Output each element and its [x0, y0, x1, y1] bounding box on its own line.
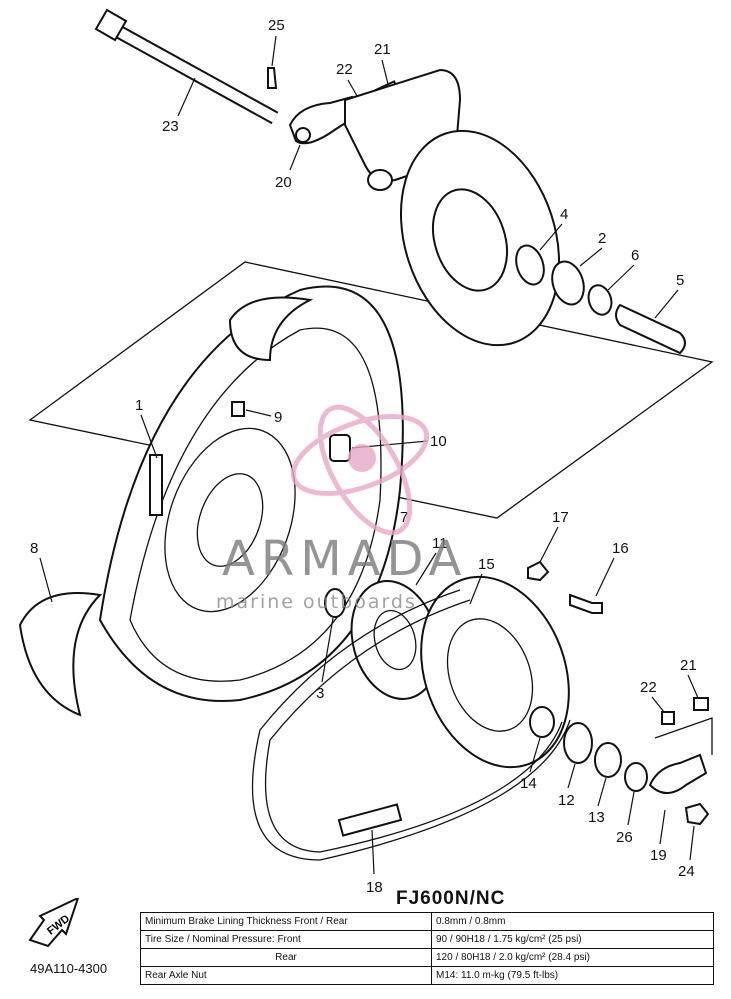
callout-21: 21 [374, 41, 391, 58]
callout-25: 25 [268, 17, 285, 34]
callout-22: 22 [336, 61, 353, 78]
callout-5: 5 [676, 272, 684, 289]
callout-21b: 21 [680, 657, 697, 674]
adjuster-nut-lower [661, 711, 675, 725]
callout-19: 19 [650, 847, 667, 864]
spec-value: 0.8mm / 0.8mm [431, 912, 714, 931]
callout-16: 16 [612, 540, 629, 557]
spec-value: 120 / 80H18 / 2.0 kg/cm² (28.4 psi) [431, 948, 714, 967]
callout-12: 12 [558, 792, 575, 809]
rim-band [228, 296, 314, 362]
spec-label: Minimum Brake Lining Thickness Front / R… [140, 912, 432, 931]
spec-row: Rear 120 / 80H18 / 2.0 kg/cm² (28.4 psi) [140, 948, 714, 967]
spec-value: 90 / 90H18 / 1.75 kg/cm² (25 psi) [431, 930, 714, 949]
callout-22b: 22 [640, 679, 657, 696]
bearing-2 [551, 260, 585, 306]
spec-label: Rear [140, 948, 432, 967]
callout-10: 10 [430, 433, 447, 450]
collar-14 [529, 706, 555, 738]
callout-15: 15 [478, 556, 495, 573]
sprocket-bolt [569, 593, 603, 614]
callout-18: 18 [366, 879, 383, 896]
drive-chain [251, 589, 571, 861]
bearing-3 [324, 588, 346, 618]
spec-row: Rear Axle Nut M14: 11.0 m-kg (79.5 ft-lb… [140, 966, 714, 985]
spec-value: M14: 11.0 m-kg (79.5 ft-lbs) [431, 966, 714, 985]
callout-4: 4 [560, 206, 568, 223]
watermark-sub: marine outboards [216, 591, 417, 613]
callout-13: 13 [588, 809, 605, 826]
spec-table: Minimum Brake Lining Thickness Front / R… [140, 912, 714, 985]
stud-1 [149, 454, 163, 516]
callout-14: 14 [520, 775, 537, 792]
rear-axle [94, 8, 279, 125]
collar-6 [587, 284, 613, 316]
sprocket-nut [527, 560, 550, 582]
chain-puller-lower [648, 753, 708, 794]
adjuster-bolt-lower [693, 697, 709, 711]
spacer-5 [615, 303, 686, 355]
axle-nut [684, 802, 710, 826]
collar-26 [624, 762, 648, 792]
callouts: 25 21 22 23 20 4 2 6 5 1 9 10 8 11 15 17… [30, 17, 699, 896]
spec-row: Minimum Brake Lining Thickness Front / R… [140, 912, 714, 931]
callout-24: 24 [678, 863, 695, 880]
spec-label: Rear Axle Nut [140, 966, 432, 985]
watermark-brand: ARMADA [222, 531, 467, 587]
callout-1: 1 [135, 397, 143, 414]
bearing-12 [563, 722, 593, 764]
part-number: 49A110-4300 [30, 961, 108, 976]
callout-23: 23 [162, 118, 179, 135]
lower-bracket-frame [654, 717, 713, 755]
callout-17: 17 [552, 509, 569, 526]
inner-tube-8 [18, 592, 103, 717]
callout-9: 9 [274, 409, 282, 426]
sprocket [420, 575, 570, 769]
cotter-pin [267, 67, 278, 89]
bearing-4 [515, 244, 545, 286]
watermark: ARMADA marine outboards [216, 404, 467, 613]
fwd-arrow-icon: FWD [28, 898, 80, 948]
valve-9 [231, 401, 245, 417]
callout-7: 7 [400, 509, 408, 526]
model-title: FJ600N/NC [396, 888, 506, 909]
callout-20: 20 [275, 174, 292, 191]
callout-26: 26 [616, 829, 633, 846]
spec-row: Tire Size / Nominal Pressure: Front 90 /… [140, 930, 714, 949]
callout-8: 8 [30, 540, 38, 557]
callout-6: 6 [631, 247, 639, 264]
brake-disc [399, 129, 561, 347]
damper-10 [329, 434, 351, 462]
seal-13 [594, 742, 622, 778]
callout-3: 3 [316, 685, 324, 702]
spec-label: Tire Size / Nominal Pressure: Front [140, 930, 432, 949]
callout-11: 11 [432, 535, 448, 552]
callout-2: 2 [598, 230, 606, 247]
